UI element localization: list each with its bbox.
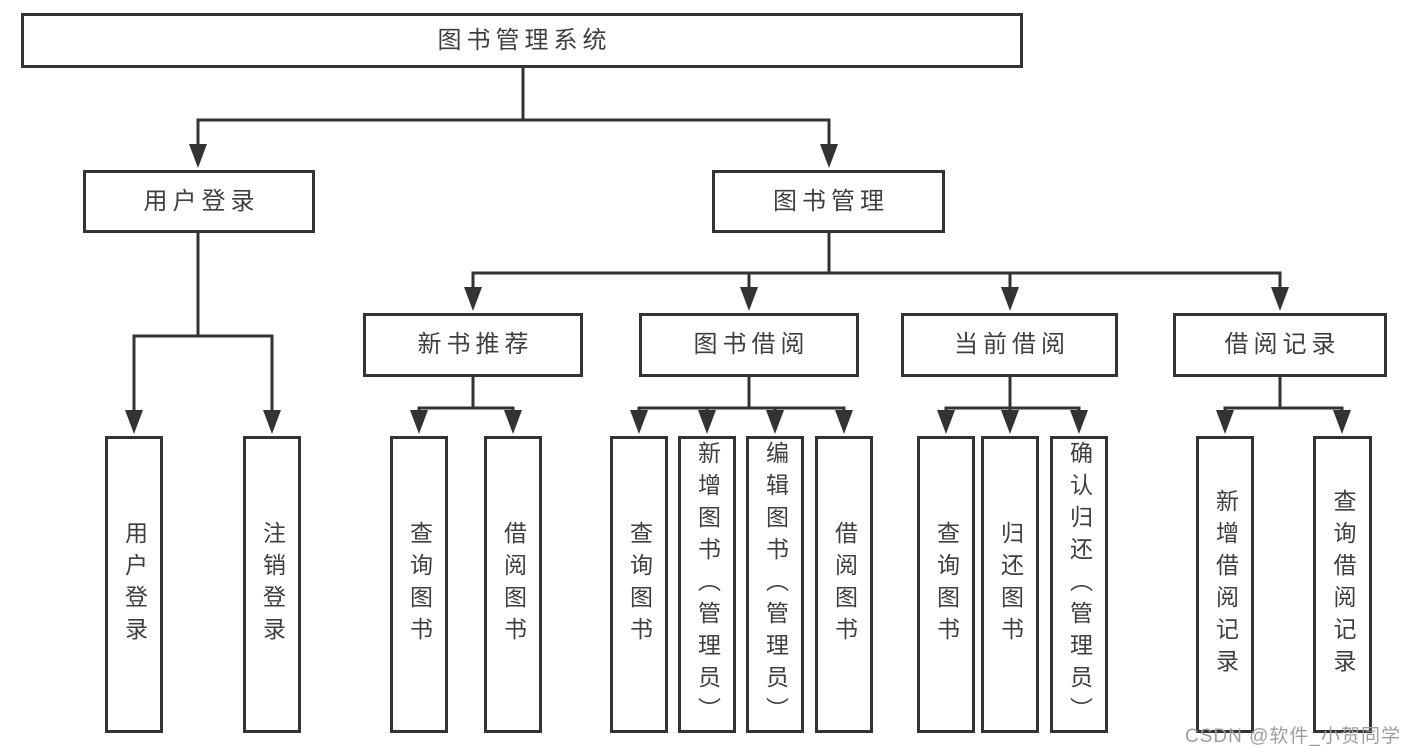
- arrowhead-bb-edit: [766, 410, 784, 434]
- leaf-query-borrow-record: 查询借阅记录: [1313, 436, 1372, 733]
- leaf-edit-books-admin-label: 编辑图书（管理员）: [762, 440, 789, 729]
- csdn-watermark: CSDN @软件_小贺同学: [1185, 726, 1401, 747]
- leaf-borrow-query-books-label: 查询图书: [626, 520, 653, 649]
- leaf-logout: 注销登录: [243, 436, 301, 733]
- node-book-borrowing: 图书借阅: [639, 313, 859, 377]
- arrowhead-leaf-user-login: [125, 410, 143, 434]
- leaf-query-borrow-record-label: 查询借阅记录: [1330, 488, 1356, 681]
- node-new-book-recommend-label: 新书推荐: [417, 331, 534, 358]
- arrowhead-nb-query: [410, 410, 428, 434]
- node-library-system-label: 图书管理系统: [437, 26, 612, 54]
- arrowhead-cb-query: [937, 410, 955, 434]
- node-new-book-recommend: 新书推荐: [363, 313, 583, 377]
- leaf-user-login-label: 用户登录: [121, 520, 148, 649]
- leaf-borrow-books-label: 借阅图书: [831, 520, 858, 649]
- arrowhead-bb-borrow: [835, 410, 853, 434]
- node-library-system: 图书管理系统: [21, 13, 1023, 68]
- connector-borrow-records-children: [1223, 377, 1344, 412]
- leaf-user-login: 用户登录: [105, 436, 163, 733]
- leaf-confirm-return-admin-label: 确认归还（管理员）: [1066, 440, 1093, 729]
- arrowhead-book-borrow: [740, 287, 758, 311]
- arrowhead-borrow-records: [1271, 287, 1289, 311]
- leaf-return-books-label: 归还图书: [997, 520, 1024, 649]
- arrowhead-user-login: [189, 144, 207, 168]
- leaf-newbook-borrow-books-label: 借阅图书: [500, 520, 527, 649]
- leaf-add-borrow-record: 新增借阅记录: [1196, 436, 1254, 733]
- leaf-return-books: 归还图书: [981, 436, 1039, 733]
- node-book-management-label: 图书管理: [773, 187, 889, 215]
- leaf-newbook-query-books: 查询图书: [390, 436, 448, 733]
- node-book-borrowing-label: 图书借阅: [693, 331, 810, 358]
- arrowhead-br-add: [1216, 410, 1234, 434]
- node-book-management: 图书管理: [712, 170, 945, 233]
- leaf-current-query-books: 查询图书: [917, 436, 975, 733]
- leaf-current-query-books-label: 查询图书: [933, 520, 960, 649]
- arrowhead-br-query: [1333, 410, 1351, 434]
- leaf-newbook-query-books-label: 查询图书: [406, 520, 433, 649]
- node-user-login-label: 用户登录: [143, 187, 260, 215]
- leaf-add-borrow-record-label: 新增借阅记录: [1212, 488, 1239, 681]
- leaf-borrow-query-books: 查询图书: [610, 436, 668, 733]
- node-borrowing-records: 借阅记录: [1173, 313, 1387, 377]
- arrowhead-book-mgmt: [820, 144, 838, 168]
- connector-book-mgmt-children: [471, 233, 1282, 289]
- node-borrowing-records-label: 借阅记录: [1224, 331, 1341, 358]
- leaf-confirm-return-admin: 确认归还（管理员）: [1050, 436, 1108, 733]
- connector-new-book-children: [417, 377, 515, 412]
- arrowhead-cb-confirm: [1070, 410, 1088, 434]
- leaf-borrow-books: 借阅图书: [815, 436, 873, 733]
- arrowhead-cb-return: [1001, 410, 1019, 434]
- leaf-logout-label: 注销登录: [259, 520, 286, 649]
- leaf-add-books-admin: 新增图书（管理员）: [678, 436, 736, 733]
- arrowhead-bb-add: [698, 410, 716, 434]
- connector-book-borrow-children: [637, 377, 846, 412]
- node-user-login: 用户登录: [83, 170, 315, 233]
- leaf-edit-books-admin: 编辑图书（管理员）: [746, 436, 804, 733]
- connector-current-borrow-children: [944, 377, 1081, 412]
- node-current-borrowing-label: 当前借阅: [954, 331, 1070, 358]
- connector-root-to-level2: [196, 67, 831, 146]
- arrowhead-bb-query: [630, 410, 648, 434]
- arrowhead-current-borrow: [1001, 287, 1019, 311]
- node-current-borrowing: 当前借阅: [901, 313, 1118, 377]
- leaf-newbook-borrow-books: 借阅图书: [484, 436, 542, 733]
- arrowhead-nb-borrow: [504, 410, 522, 434]
- arrowhead-leaf-logout: [263, 410, 281, 434]
- leaf-add-books-admin-label: 新增图书（管理员）: [694, 440, 721, 729]
- arrowhead-new-book: [464, 287, 482, 311]
- connector-user-login-children: [132, 233, 274, 412]
